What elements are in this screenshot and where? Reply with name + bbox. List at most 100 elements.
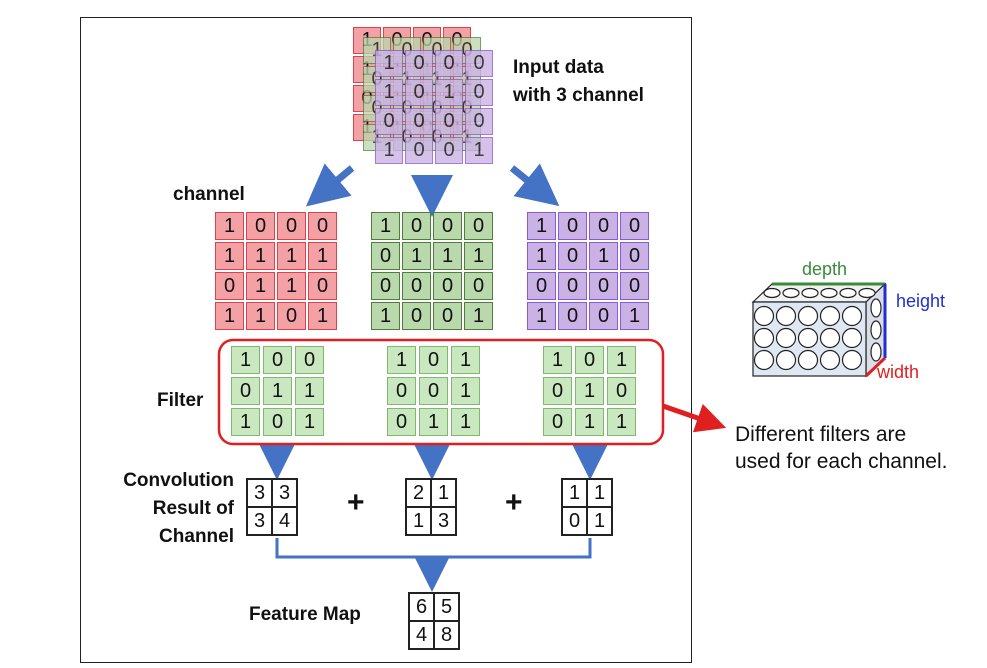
tensor-cell-circle bbox=[797, 327, 819, 349]
channel-cell: 0 bbox=[464, 272, 493, 300]
channel-cell: 0 bbox=[277, 212, 306, 240]
channel-cell: 0 bbox=[620, 212, 649, 240]
width-label: width bbox=[877, 362, 920, 382]
channel-cell: 0 bbox=[620, 272, 649, 300]
result-cell: 1 bbox=[587, 507, 612, 535]
filter-cell: 1 bbox=[575, 408, 604, 436]
result-cell: 1 bbox=[431, 479, 456, 507]
diagram-frame bbox=[80, 17, 692, 663]
input-stack-cell: 1 bbox=[375, 50, 403, 77]
filter-cell: 1 bbox=[607, 408, 636, 436]
tensor-cell-circle bbox=[753, 327, 775, 349]
tensor-top-face bbox=[751, 283, 887, 303]
input-label-line-1: Input data bbox=[513, 57, 604, 78]
channel-cell: 0 bbox=[464, 212, 493, 240]
input-stack-cell: 0 bbox=[465, 50, 493, 77]
tensor-cell-circle bbox=[775, 305, 797, 327]
height-label: height bbox=[896, 291, 946, 311]
result-cell: 1 bbox=[406, 507, 431, 535]
channel-cell: 1 bbox=[246, 242, 275, 270]
channel-label: channel bbox=[173, 184, 245, 205]
input-stack-cell: 1 bbox=[375, 79, 403, 106]
plus-sign-1: + bbox=[347, 486, 365, 519]
channel-cell: 1 bbox=[308, 302, 337, 330]
result-cell: 3 bbox=[431, 507, 456, 535]
result-cell: 3 bbox=[272, 479, 297, 507]
filter-cell: 0 bbox=[607, 377, 636, 405]
feature-map-cell: 8 bbox=[434, 621, 459, 649]
result-cell: 4 bbox=[272, 507, 297, 535]
channel-cell: 0 bbox=[433, 272, 462, 300]
channel-cell: 0 bbox=[433, 302, 462, 330]
tensor-front-face bbox=[752, 301, 867, 377]
channel-cell: 0 bbox=[558, 242, 587, 270]
tensor-cell-circle bbox=[839, 287, 857, 299]
channel-cell: 1 bbox=[402, 242, 431, 270]
filter-cell: 0 bbox=[419, 377, 448, 405]
channel-cell: 1 bbox=[527, 212, 556, 240]
filter-cell: 1 bbox=[451, 408, 480, 436]
channel-cell: 0 bbox=[371, 242, 400, 270]
channel-cell: 0 bbox=[308, 212, 337, 240]
tensor-cell-circle bbox=[775, 327, 797, 349]
channel-cell: 0 bbox=[371, 272, 400, 300]
channel-cell: 1 bbox=[215, 212, 244, 240]
conv-label: Convolution Result of Channel bbox=[90, 467, 234, 551]
feature-map-cell: 5 bbox=[434, 593, 459, 621]
input-stack-cell: 0 bbox=[405, 108, 433, 135]
plus-sign-2: + bbox=[505, 486, 523, 519]
conv-label-line-3: Channel bbox=[159, 526, 234, 547]
channel-cell: 1 bbox=[589, 242, 618, 270]
channel-cell: 1 bbox=[371, 302, 400, 330]
channel-cell: 1 bbox=[246, 272, 275, 300]
channel-cell: 0 bbox=[402, 212, 431, 240]
feature-map-label: Feature Map bbox=[249, 604, 361, 625]
tensor-cell-circle bbox=[775, 349, 797, 371]
channel-cell: 1 bbox=[277, 272, 306, 300]
input-stack-cell: 0 bbox=[405, 50, 433, 77]
channel-cell: 0 bbox=[558, 302, 587, 330]
filter-cell: 1 bbox=[295, 408, 324, 436]
callout-note-line-1: Different filters are bbox=[735, 423, 907, 446]
filter-cell: 1 bbox=[419, 408, 448, 436]
filter-cell: 1 bbox=[543, 346, 572, 374]
input-stack-cell: 0 bbox=[465, 79, 493, 106]
tensor-cell-circle bbox=[819, 349, 841, 371]
tensor-cell-circle bbox=[870, 342, 882, 362]
tensor-cell-circle bbox=[870, 320, 882, 340]
channel-cell: 1 bbox=[527, 242, 556, 270]
channel-cell: 1 bbox=[527, 302, 556, 330]
filter-cell: 0 bbox=[263, 408, 292, 436]
channel-cell: 0 bbox=[589, 272, 618, 300]
input-stack-cell: 0 bbox=[435, 137, 463, 164]
tensor-cell-circle bbox=[801, 287, 819, 299]
channel-cell: 1 bbox=[308, 242, 337, 270]
result-cell: 2 bbox=[406, 479, 431, 507]
channel-cell: 0 bbox=[402, 302, 431, 330]
channel-cell: 0 bbox=[589, 212, 618, 240]
channel-cell: 1 bbox=[215, 302, 244, 330]
channel-cell: 1 bbox=[433, 242, 462, 270]
feature-map-cell: 4 bbox=[409, 621, 434, 649]
filter-cell: 0 bbox=[295, 346, 324, 374]
tensor-cell-circle bbox=[782, 287, 800, 299]
result-cell: 1 bbox=[587, 479, 612, 507]
callout-note: Different filters are used for each chan… bbox=[735, 421, 947, 475]
filter-cell: 1 bbox=[575, 377, 604, 405]
result-cell: 0 bbox=[562, 507, 587, 535]
input-stack-cell: 1 bbox=[435, 79, 463, 106]
channel-cell: 0 bbox=[215, 272, 244, 300]
channel-cell: 1 bbox=[464, 242, 493, 270]
filter-cell: 1 bbox=[451, 377, 480, 405]
tensor-cell-circle bbox=[819, 305, 841, 327]
tensor-cell-circle bbox=[841, 349, 863, 371]
filter-cell: 0 bbox=[575, 346, 604, 374]
filter-cell: 1 bbox=[295, 377, 324, 405]
channel-cell: 0 bbox=[308, 272, 337, 300]
input-stack-cell: 0 bbox=[405, 137, 433, 164]
